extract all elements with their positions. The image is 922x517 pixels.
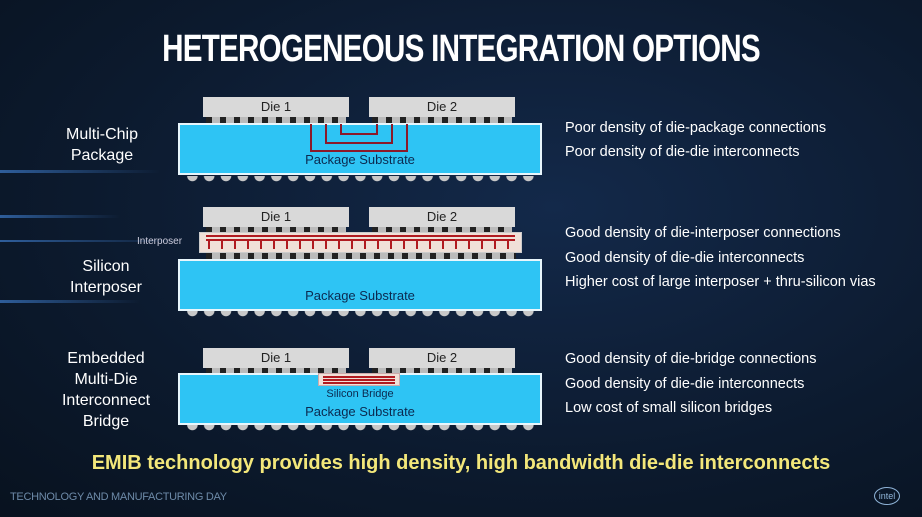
- substrate-label: Package Substrate: [305, 404, 415, 419]
- package-wire: [340, 124, 378, 135]
- microbumps: [372, 368, 512, 374]
- label-line: Silicon: [82, 258, 130, 275]
- label-line: Bridge: [82, 413, 130, 430]
- die-2: Die 2: [369, 207, 515, 227]
- microbumps: [206, 227, 346, 233]
- substrate-label: Package Substrate: [305, 152, 415, 167]
- label-line: Embedded: [67, 350, 145, 367]
- decor-streak: [0, 215, 120, 218]
- die-1: Die 1: [203, 207, 349, 227]
- solder-balls: [184, 425, 536, 432]
- decor-streak: [0, 170, 160, 173]
- label-line: Interposer: [69, 279, 143, 296]
- label-line: Multi-Die: [74, 371, 138, 388]
- bridge-wire: [323, 376, 395, 378]
- option-label-interposer: Silicon Interposer: [36, 256, 176, 298]
- die-1: Die 1: [203, 348, 349, 368]
- point: Higher cost of large interposer + thru-s…: [565, 274, 876, 290]
- die-2: Die 2: [369, 97, 515, 117]
- microbumps: [372, 117, 512, 123]
- silicon-interposer: [199, 232, 522, 253]
- interposer-wire: [206, 235, 515, 237]
- interposer-wire: [206, 239, 515, 241]
- through-silicon-vias: [208, 241, 513, 249]
- point: Low cost of small silicon bridges: [565, 400, 773, 416]
- package-wire: [325, 124, 393, 144]
- point: Good density of die-interposer connectio…: [565, 225, 841, 241]
- solder-balls: [184, 176, 536, 183]
- package-substrate: Package Substrate: [178, 123, 542, 175]
- label-line: Interconnect: [61, 392, 151, 409]
- microbumps: [206, 117, 346, 123]
- intel-logo: intel: [874, 487, 900, 505]
- option-points-mcp: Poor density of die-package connections …: [565, 120, 826, 160]
- die-1: Die 1: [203, 97, 349, 117]
- label-line: Multi-Chip: [65, 126, 138, 143]
- microbumps: [206, 368, 346, 374]
- option-label-emib: Embedded Multi-Die Interconnect Bridge: [36, 348, 176, 432]
- footer-text: TECHNOLOGY AND MANUFACTURING DAY: [10, 491, 227, 503]
- bridge-label: Silicon Bridge: [326, 388, 394, 400]
- microbumps: [372, 227, 512, 233]
- point: Poor density of die-die interconnects: [565, 144, 800, 160]
- decor-streak: [0, 300, 140, 303]
- option-points-interposer: Good density of die-interposer connectio…: [565, 225, 876, 290]
- label-line: Package: [70, 147, 134, 164]
- solder-balls: [184, 311, 536, 318]
- decor-streak: [0, 240, 180, 242]
- point: Good density of die-bridge connections: [565, 351, 817, 367]
- point: Good density of die-die interconnects: [565, 375, 805, 392]
- die-2: Die 2: [369, 348, 515, 368]
- summary-text: EMIB technology provides high density, h…: [91, 452, 831, 474]
- substrate-label: Package Substrate: [305, 288, 415, 303]
- point: Good density of die-die interconnects: [565, 249, 805, 266]
- c4-bumps: [206, 253, 516, 259]
- interposer-label: Interposer: [137, 236, 183, 247]
- package-wire: [310, 124, 408, 152]
- point: Poor density of die-package connections: [565, 120, 827, 136]
- option-points-emib: Good density of die-bridge connections G…: [565, 351, 817, 416]
- package-substrate: Package Substrate: [178, 259, 542, 311]
- slide-title: HETEROGENEOUS INTEGRATION OPTIONS: [162, 28, 761, 70]
- bridge-wire: [323, 379, 395, 381]
- bridge-wire: [323, 382, 395, 384]
- option-label-mcp: Multi-Chip Package: [32, 124, 172, 166]
- silicon-bridge: [318, 373, 400, 386]
